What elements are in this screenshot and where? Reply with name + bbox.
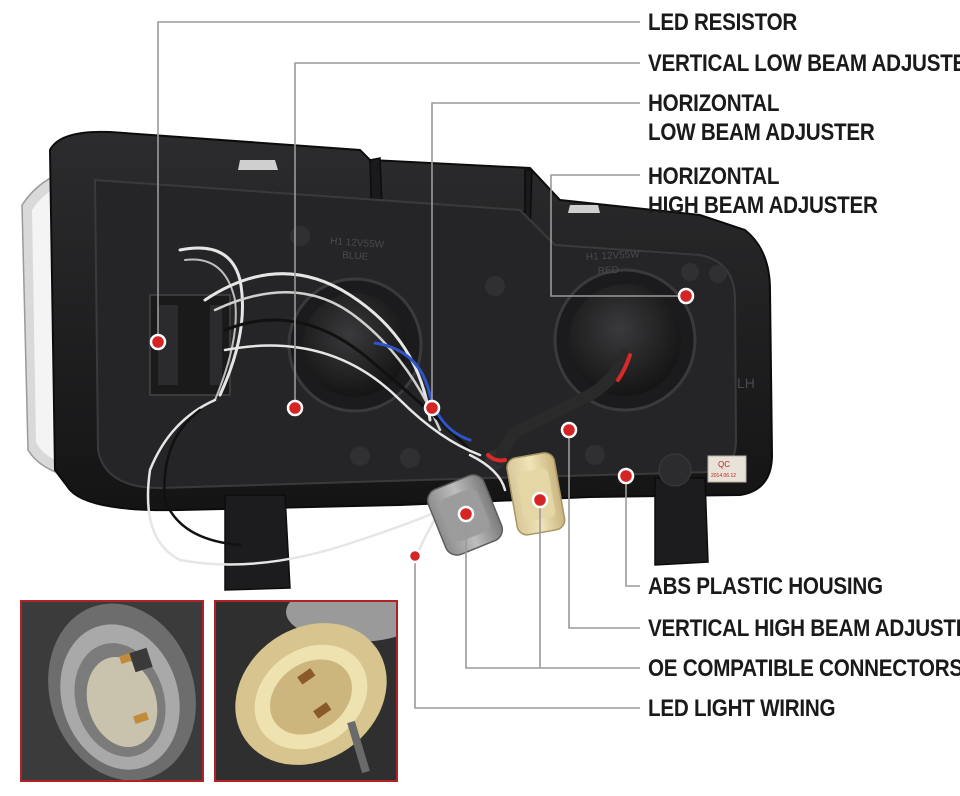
leader-horizontal-high-beam xyxy=(550,174,686,297)
callout-text-line-1: HORIZONTAL xyxy=(648,163,780,190)
qc-sticker: QC 2014.06.12 xyxy=(707,455,747,483)
marker-vertical-low-beam xyxy=(286,399,304,417)
callout-horizontal-low-beam-adjuster: HORIZONTAL LOW BEAM ADJUSTER xyxy=(648,89,875,147)
marker-led-light-wiring xyxy=(407,548,423,564)
leader-led-resistor xyxy=(157,21,640,342)
leader-led-light-wiring xyxy=(414,556,640,709)
callout-led-light-wiring: LED LIGHT WIRING xyxy=(648,694,836,723)
low-bulb-spec: H1 12V55W xyxy=(330,236,385,251)
callout-text: ABS PLASTIC HOUSING xyxy=(648,573,883,600)
callout-vertical-low-beam-adjuster: VERTICAL LOW BEAM ADJUSTER xyxy=(648,49,960,78)
marker-oe-connector-b xyxy=(531,491,549,509)
callout-text-line-2: HIGH BEAM ADJUSTER xyxy=(648,192,878,219)
callout-oe-compatible-connectors: OE COMPATIBLE CONNECTORS xyxy=(648,654,960,683)
callout-text: LED RESISTOR xyxy=(648,9,798,36)
marker-abs-plastic-housing xyxy=(617,467,635,485)
leader-vertical-low-beam xyxy=(294,62,640,408)
callout-text: OE COMPATIBLE CONNECTORS xyxy=(648,655,960,682)
side-marking: LH xyxy=(737,375,755,391)
high-beam-bulb-cap xyxy=(553,268,697,412)
marker-vertical-high-beam xyxy=(560,421,578,439)
leader-abs-plastic-housing xyxy=(625,476,640,587)
marker-led-resistor xyxy=(149,333,167,351)
high-bulb-color: RED xyxy=(598,265,620,277)
inset-connector-cream xyxy=(214,600,398,782)
marker-horizontal-low-beam xyxy=(423,399,441,417)
callout-led-resistor: LED RESISTOR xyxy=(648,8,797,37)
callout-text: VERTICAL LOW BEAM ADJUSTER xyxy=(648,50,960,77)
callout-markers xyxy=(149,287,695,564)
low-bulb-color: BLUE xyxy=(342,250,369,263)
callout-abs-plastic-housing: ABS PLASTIC HOUSING xyxy=(648,572,883,601)
led-light-wiring xyxy=(146,246,632,566)
callout-text-line-1: HORIZONTAL xyxy=(648,90,780,117)
leader-vertical-high-beam xyxy=(568,430,640,629)
callout-text: LED LIGHT WIRING xyxy=(648,695,836,722)
marker-oe-connector-a xyxy=(457,505,475,523)
high-bulb-spec: H1 12V55W xyxy=(586,249,641,263)
callout-vertical-high-beam-adjuster: VERTICAL HIGH BEAM ADJUSTER xyxy=(648,614,960,643)
inset-connector-gray xyxy=(20,600,204,782)
callout-horizontal-high-beam-adjuster: HORIZONTAL HIGH BEAM ADJUSTER xyxy=(648,162,878,220)
marker-horizontal-high-beam xyxy=(677,287,695,305)
qc-date: 2014.06.12 xyxy=(711,473,736,479)
leader-lines xyxy=(157,21,686,709)
callout-text-line-2: LOW BEAM ADJUSTER xyxy=(648,119,875,146)
qc-label: QC xyxy=(718,460,730,469)
leader-oe-connectors-a xyxy=(465,514,640,669)
callout-text: VERTICAL HIGH BEAM ADJUSTER xyxy=(648,615,960,642)
leader-horizontal-low-beam xyxy=(431,102,640,408)
